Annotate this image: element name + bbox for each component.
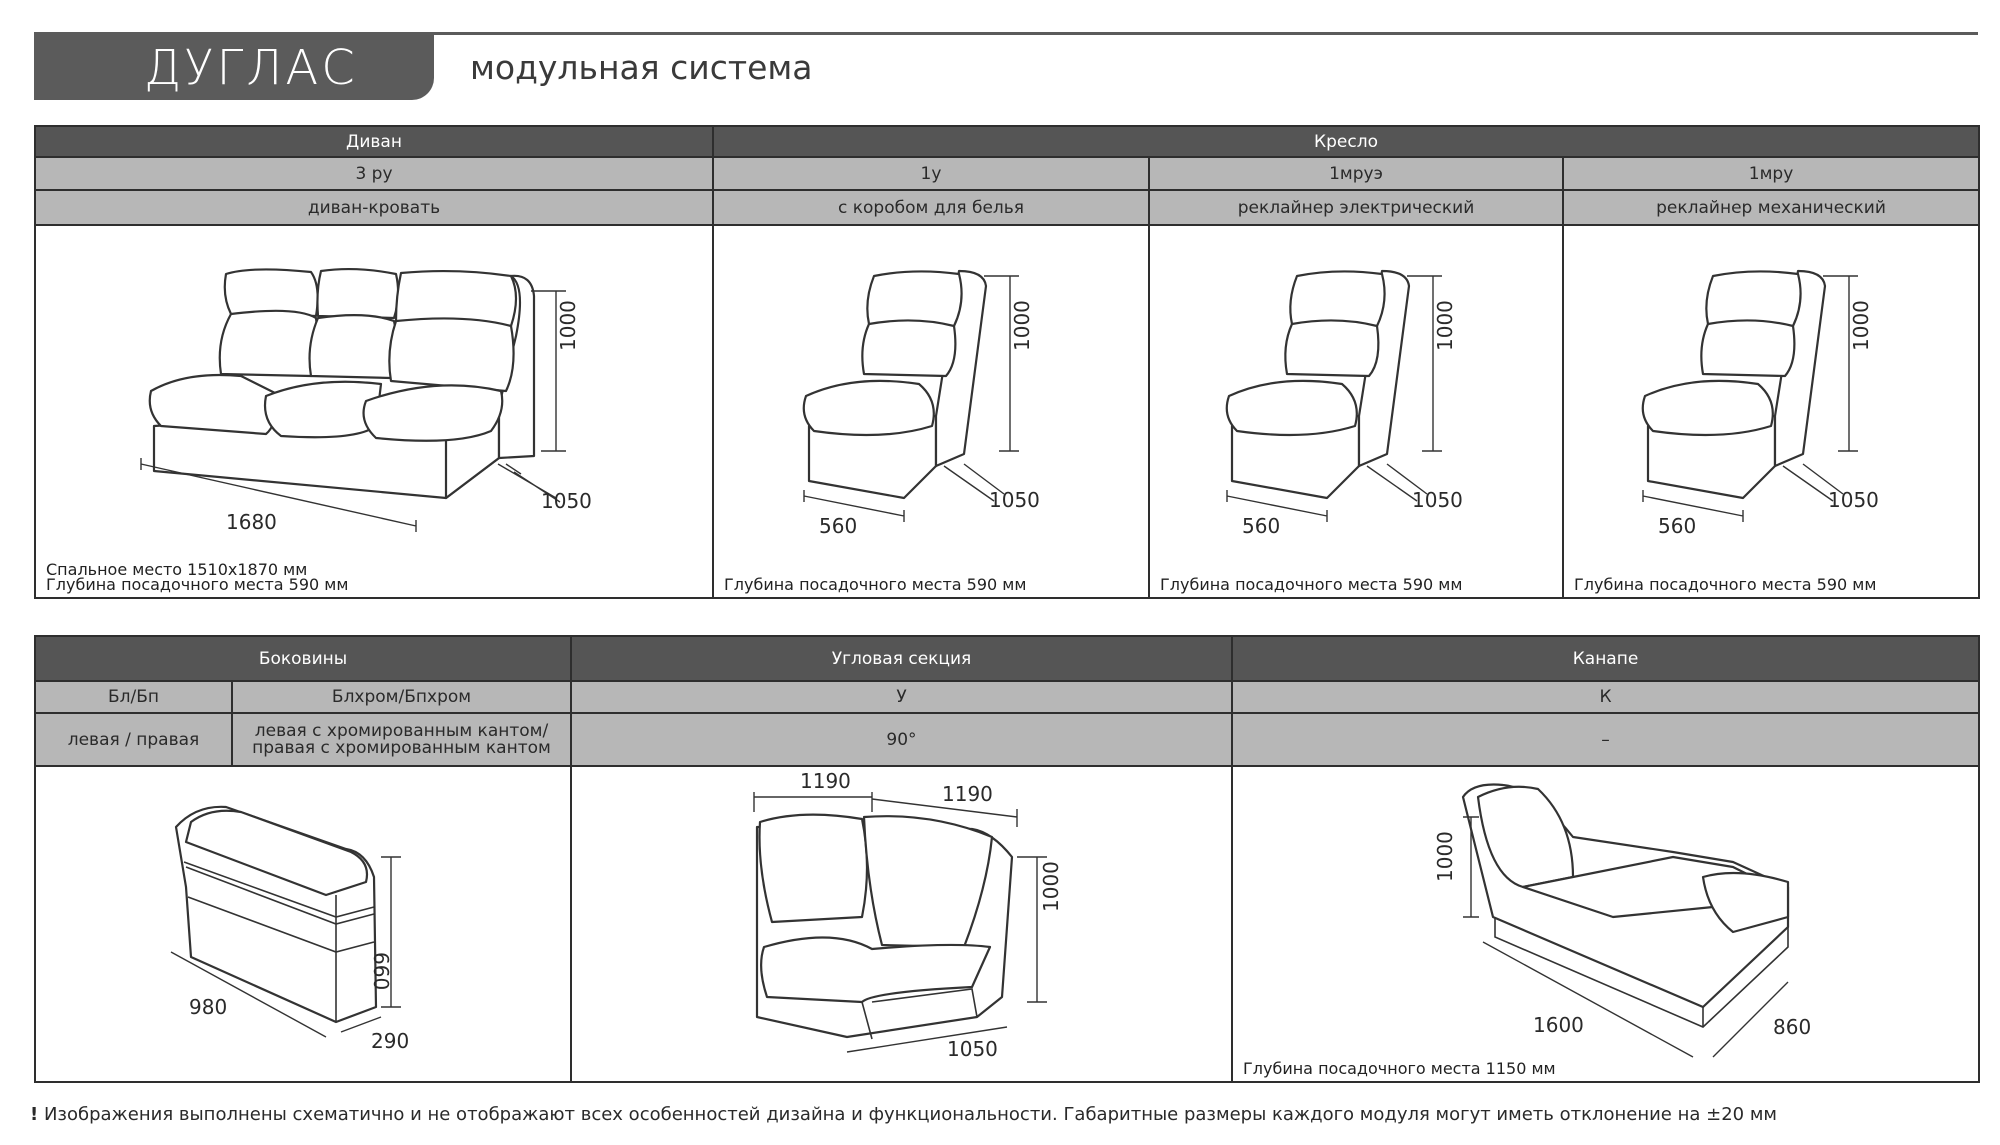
depth-dim: 1050 <box>541 489 592 513</box>
canape-cell: 1000 1600 860 Глубина посадочного места … <box>1231 765 1980 1083</box>
page-subtitle: модульная система <box>470 48 813 87</box>
side-panel-drawing <box>170 805 401 1038</box>
height-dim: 1000 <box>1849 300 1873 351</box>
note-line: Глубина посадочного места 590 мм <box>724 575 1027 594</box>
corner-section-drawing <box>753 792 1047 1053</box>
type-cell: диван-кровать <box>34 189 714 226</box>
side-panels-cell: 660 290 980 <box>34 765 572 1083</box>
recliner-electric-cell: 1000 1050 560 Глубина посадочного места … <box>1148 224 1564 599</box>
sofa-bed-cell: 1000 1050 1680 Спальное место 1510х1870 … <box>34 224 714 599</box>
recliner-mechanical-drawing <box>1641 269 1858 522</box>
code-cell: 1мру <box>1561 156 1981 191</box>
code-cell: К <box>1231 680 1980 714</box>
group-canape: Канапе <box>1231 635 1980 682</box>
recliner-electric-drawing <box>1225 269 1442 522</box>
canape-drawing <box>1461 783 1790 1058</box>
chair-storage-drawing <box>802 269 1019 522</box>
footnote-text: Изображения выполнены схематично и не от… <box>43 1104 1777 1125</box>
code-cell: 1у <box>712 156 1150 191</box>
chair-storage-cell: 1000 1050 560 Глубина посадочного места … <box>712 224 1150 599</box>
height-dim: 1000 <box>1433 831 1457 882</box>
depth-dim: 1050 <box>1412 488 1463 512</box>
header-rule <box>34 32 1978 35</box>
note-line: Глубина посадочного места 590 мм <box>46 575 349 594</box>
group-armchair: Кресло <box>711 125 1981 158</box>
group-sides: Боковины <box>34 635 572 682</box>
type-cell: левая с хромированным кантом/правая с хр… <box>231 712 572 767</box>
type-cell: реклайнер электрический <box>1148 189 1564 226</box>
height-dim: 1000 <box>556 300 580 351</box>
width-dim: 1600 <box>1533 1013 1584 1037</box>
width-dim: 1050 <box>947 1037 998 1061</box>
top-right-dim: 1190 <box>942 782 993 806</box>
note-line: Глубина посадочного места 1150 мм <box>1243 1059 1556 1078</box>
code-cell: 3 ру <box>34 156 714 191</box>
note-line: Спальное место 1510х1870 мм <box>46 560 308 579</box>
code-cell: 1мруэ <box>1148 156 1564 191</box>
footnote: ! Изображения выполнены схематично и не … <box>30 1104 1777 1125</box>
type-cell: реклайнер механический <box>1561 189 1981 226</box>
depth-dim: 290 <box>371 1029 410 1053</box>
height-dim: 660 <box>369 952 393 991</box>
type-cell: левая / правая <box>34 712 233 767</box>
width-dim: 560 <box>1658 514 1697 538</box>
height-dim: 1000 <box>1010 300 1034 351</box>
sofa-bed-drawing <box>140 268 566 532</box>
group-corner: Угловая секция <box>570 635 1233 682</box>
type-cell: 90° <box>570 712 1233 767</box>
depth-dim: 860 <box>1773 1015 1812 1039</box>
code-cell: У <box>570 680 1233 714</box>
depth-dim: 1050 <box>989 488 1040 512</box>
width-dim: 1680 <box>226 510 277 534</box>
corner-section-cell: 1190 1190 1000 1050 <box>570 765 1233 1083</box>
title-tab: ДУГЛАС <box>34 34 434 100</box>
page-title: ДУГЛАС <box>144 40 358 96</box>
type-cell: с коробом для белья <box>712 189 1150 226</box>
depth-dim: 1050 <box>1828 488 1879 512</box>
modules-table-1: Диван Кресло 3 ру 1у 1мруэ 1мру диван-кр… <box>34 125 1981 599</box>
modules-table-2: Боковины Угловая секция Канапе Бл/Бп Блх… <box>34 635 1980 1083</box>
group-sofa: Диван <box>34 125 714 158</box>
recliner-mechanical-cell: 1000 1050 560 Глубина посадочного места … <box>1561 224 1981 599</box>
height-dim: 1000 <box>1433 300 1457 351</box>
footnote-mark: ! <box>30 1104 39 1125</box>
width-dim: 560 <box>1242 514 1281 538</box>
code-cell: Бл/Бп <box>34 680 233 714</box>
top-left-dim: 1190 <box>800 769 851 793</box>
note-line: Глубина посадочного места 590 мм <box>1574 575 1877 594</box>
type-cell: – <box>1231 712 1980 767</box>
height-dim: 1000 <box>1039 861 1063 912</box>
width-dim: 560 <box>819 514 858 538</box>
code-cell: Блхром/Бпхром <box>231 680 572 714</box>
width-dim: 980 <box>189 995 228 1019</box>
note-line: Глубина посадочного места 590 мм <box>1160 575 1463 594</box>
